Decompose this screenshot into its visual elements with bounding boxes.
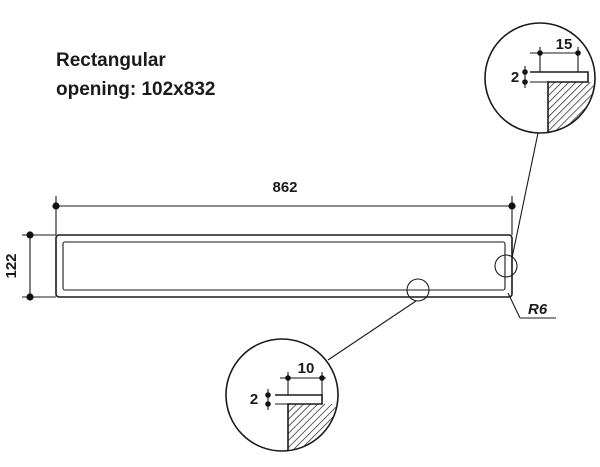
height-dimension: 122 (3, 231, 56, 301)
bottom-step-width-label: 10 (298, 360, 315, 377)
bottom-step-depth-label: 2 (250, 391, 258, 408)
title-line-1: Rectangular (56, 50, 166, 71)
top-step-width-label: 15 (556, 36, 573, 53)
radius-label: R6 (528, 301, 548, 318)
width-label: 862 (272, 179, 297, 196)
width-dimension: 862 (52, 179, 516, 235)
radius-callout: R6 (507, 292, 556, 319)
detail-view-top: 15 2 (484, 22, 596, 134)
detail-view-bottom: 10 2 (225, 338, 339, 452)
leader-line-bottom (327, 300, 417, 361)
top-step-depth-label: 2 (511, 69, 519, 86)
height-label: 122 (3, 253, 20, 278)
detail-marker-top (494, 254, 518, 278)
cutout-outline (55, 234, 513, 298)
detail-marker-bottom (406, 278, 430, 302)
title-line-2: opening: 102x832 (56, 79, 215, 100)
leader-line-top (511, 132, 539, 259)
